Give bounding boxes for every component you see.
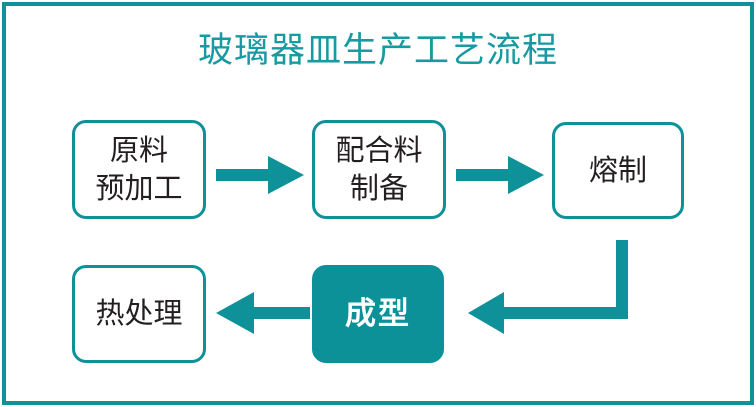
node-heat-treatment[interactable]: 热处理 bbox=[72, 265, 206, 363]
arrow-forming-to-heat-treatment bbox=[216, 292, 310, 334]
node-label: 配合料 制备 bbox=[335, 134, 423, 205]
node-label: 成型 bbox=[345, 296, 411, 331]
page-title: 玻璃器皿生产工艺流程 bbox=[197, 31, 558, 70]
node-label: 原料 预加工 bbox=[95, 134, 183, 205]
arrow-raw-to-batch bbox=[216, 156, 304, 194]
node-forming[interactable]: 成型 bbox=[312, 265, 444, 363]
node-batch-preparation[interactable]: 配合料 制备 bbox=[312, 120, 446, 219]
node-raw-material-pretreatment[interactable]: 原料 预加工 bbox=[72, 120, 206, 219]
node-label: 熔制 bbox=[588, 154, 647, 187]
arrow-melting-to-forming-elbow bbox=[468, 240, 628, 334]
node-melting[interactable]: 熔制 bbox=[552, 122, 684, 219]
arrow-batch-to-melting bbox=[456, 156, 544, 194]
node-label: 热处理 bbox=[95, 298, 183, 330]
